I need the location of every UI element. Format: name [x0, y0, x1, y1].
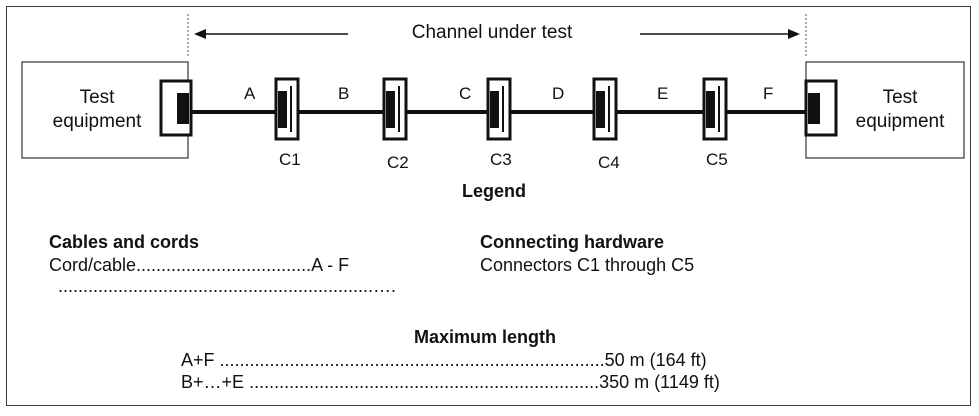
equipment-port-right: [804, 79, 838, 137]
equipment-port-left: [159, 79, 193, 137]
test-equipment-left-label: Test equipment: [22, 86, 172, 134]
connector-label-c1: C1: [279, 150, 301, 169]
cables-heading: Cables and cords: [49, 232, 200, 252]
equipment-right-line1: Test: [882, 87, 918, 108]
legend-title: Legend: [462, 181, 527, 201]
connector-label-c4: C4: [598, 153, 620, 172]
connector-label-c3: C3: [490, 150, 512, 169]
segment-label-a: A: [244, 84, 256, 103]
segment-label-b: B: [338, 84, 350, 103]
segment-label-e: E: [657, 84, 669, 103]
max-length-row-af: A+F ....................................…: [181, 350, 707, 371]
equipment-right-line2: equipment: [855, 111, 945, 132]
max-length-row-be-dots: ........................................…: [249, 372, 600, 392]
equipment-left-line2: equipment: [52, 111, 142, 132]
max-length-row-be: B+…+E ..................................…: [181, 372, 720, 393]
cables-row-label: Cord/cable: [49, 255, 137, 275]
connector-3: [486, 77, 512, 141]
cables-row-dots: ...................................: [136, 255, 312, 275]
hardware-heading: Connecting hardware: [480, 232, 665, 252]
connector-5: [702, 77, 728, 141]
max-length-row-af-value: 50 m (164 ft): [604, 350, 707, 370]
max-length-row-af-label: A+F: [181, 350, 215, 370]
cables-row: Cord/cable..............................…: [49, 255, 349, 276]
cables-extra-dots: ........................................…: [58, 276, 397, 296]
hardware-row: Connectors C1 through C5: [480, 255, 695, 275]
max-length-row-be-label: B+…+E: [181, 372, 245, 392]
connector-1: [274, 77, 300, 141]
test-equipment-right-label: Test equipment: [836, 86, 964, 134]
connector-4: [592, 77, 618, 141]
max-length-heading: Maximum length: [414, 327, 557, 347]
segment-label-f: F: [763, 84, 774, 103]
cables-row-value: A - F: [311, 255, 350, 275]
connector-label-c2: C2: [387, 153, 409, 172]
max-length-row-be-value: 350 m (1149 ft): [599, 372, 720, 392]
arrow-left-head: [194, 29, 206, 39]
arrow-right-head: [788, 29, 800, 39]
segment-label-c: C: [459, 84, 472, 103]
connector-label-c5: C5: [706, 150, 728, 169]
connector-2: [382, 77, 408, 141]
equipment-left-line1: Test: [79, 87, 115, 108]
max-length-row-af-dots: ........................................…: [219, 350, 605, 370]
channel-title: Channel under test: [411, 22, 573, 43]
segment-label-d: D: [552, 84, 565, 103]
